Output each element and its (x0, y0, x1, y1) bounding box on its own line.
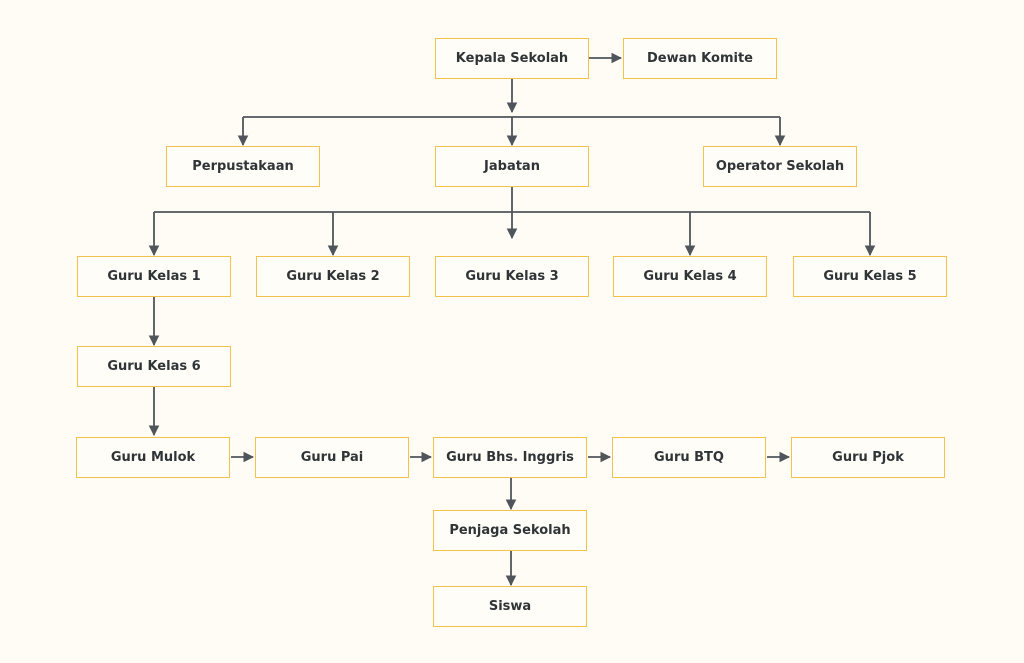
node-guru-bhs-inggris: Guru Bhs. Inggris (433, 437, 587, 478)
node-jabatan: Jabatan (435, 146, 589, 187)
node-penjaga-sekolah: Penjaga Sekolah (433, 510, 587, 551)
node-guru-pjok: Guru Pjok (791, 437, 945, 478)
node-guru-kelas-2: Guru Kelas 2 (256, 256, 410, 297)
node-kepala-sekolah: Kepala Sekolah (435, 38, 589, 79)
node-guru-mulok: Guru Mulok (76, 437, 230, 478)
node-siswa: Siswa (433, 586, 587, 627)
node-guru-kelas-4: Guru Kelas 4 (613, 256, 767, 297)
node-guru-btq: Guru BTQ (612, 437, 766, 478)
node-guru-kelas-1: Guru Kelas 1 (77, 256, 231, 297)
node-operator-sekolah: Operator Sekolah (703, 146, 857, 187)
node-dewan-komite: Dewan Komite (623, 38, 777, 79)
node-guru-kelas-3: Guru Kelas 3 (435, 256, 589, 297)
node-guru-kelas-5: Guru Kelas 5 (793, 256, 947, 297)
node-guru-kelas-6: Guru Kelas 6 (77, 346, 231, 387)
node-perpustakaan: Perpustakaan (166, 146, 320, 187)
node-guru-pai: Guru Pai (255, 437, 409, 478)
